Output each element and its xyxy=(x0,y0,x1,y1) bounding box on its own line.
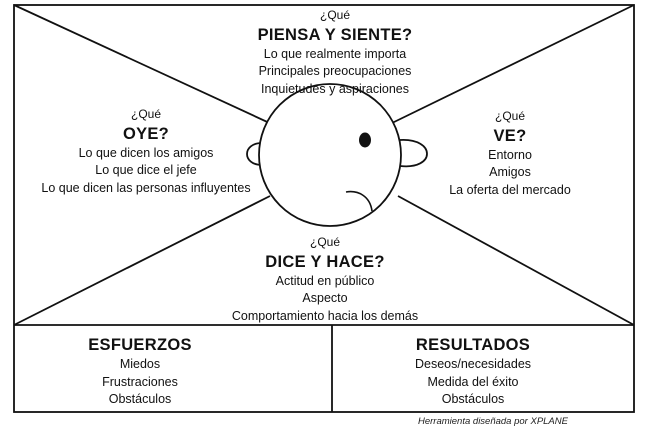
section-item: Lo que realmente importa xyxy=(263,46,407,61)
section-item: Lo que dicen los amigos xyxy=(78,145,214,160)
section-item: Comportamiento hacia los demás xyxy=(231,308,419,323)
section-see: ¿Qué VE? Entorno Amigos La oferta del me… xyxy=(440,108,580,199)
panel-pains: ESFUERZOS Miedos Frustraciones Obstáculo… xyxy=(60,335,220,409)
panel-item: Deseos/necesidades xyxy=(414,357,532,371)
section-heading: PIENSA Y SIENTE? xyxy=(257,25,413,44)
panel-item: Frustraciones xyxy=(102,374,178,389)
face-icon xyxy=(246,83,428,227)
section-heading: DICE Y HACE? xyxy=(265,252,385,271)
section-think-feel: ¿Qué PIENSA Y SIENTE? Lo que realmente i… xyxy=(235,7,435,98)
eye-icon xyxy=(359,132,371,148)
panel-item: Miedos xyxy=(119,357,161,371)
section-item: Lo que dicen las personas influyentes xyxy=(41,180,251,195)
panel-item: Medida del éxito xyxy=(427,374,519,389)
section-hear: ¿Qué OYE? Lo que dicen los amigos Lo que… xyxy=(30,106,262,197)
section-item: Lo que dice el jefe xyxy=(95,163,197,177)
diagonal-bottom-left xyxy=(13,195,271,326)
section-item: Inquietudes y aspiraciones xyxy=(260,81,409,96)
credit-text: Herramienta diseñada por XPLANE xyxy=(418,416,568,427)
diagonal-bottom-right xyxy=(397,195,635,326)
section-item: Actitud en público xyxy=(275,273,375,288)
section-item: Entorno xyxy=(488,147,532,162)
question-label: ¿Qué xyxy=(309,235,340,249)
section-heading: VE? xyxy=(493,126,527,145)
section-item: La oferta del mercado xyxy=(449,182,571,197)
diagonal-top-right xyxy=(389,4,635,125)
mouth-icon xyxy=(345,190,373,212)
section-heading: OYE? xyxy=(122,124,170,143)
section-item: Amigos xyxy=(489,165,531,179)
question-label: ¿Qué xyxy=(494,109,525,123)
panel-heading: RESULTADOS xyxy=(415,336,531,354)
panel-heading: ESFUERZOS xyxy=(88,336,192,354)
section-item: Aspecto xyxy=(302,291,348,305)
right-ear xyxy=(399,139,428,168)
question-label: ¿Qué xyxy=(319,8,350,22)
question-label: ¿Qué xyxy=(130,107,161,121)
outer-frame xyxy=(13,4,635,413)
section-say-do: ¿Qué DICE Y HACE? Actitud en público Asp… xyxy=(225,234,425,325)
panel-gains: RESULTADOS Deseos/necesidades Medida del… xyxy=(393,335,553,409)
head-circle xyxy=(258,83,402,227)
panel-item: Obstáculos xyxy=(441,392,505,406)
panel-item: Obstáculos xyxy=(108,392,172,406)
section-item: Principales preocupaciones xyxy=(258,64,412,78)
diagonal-top-left xyxy=(13,4,277,127)
